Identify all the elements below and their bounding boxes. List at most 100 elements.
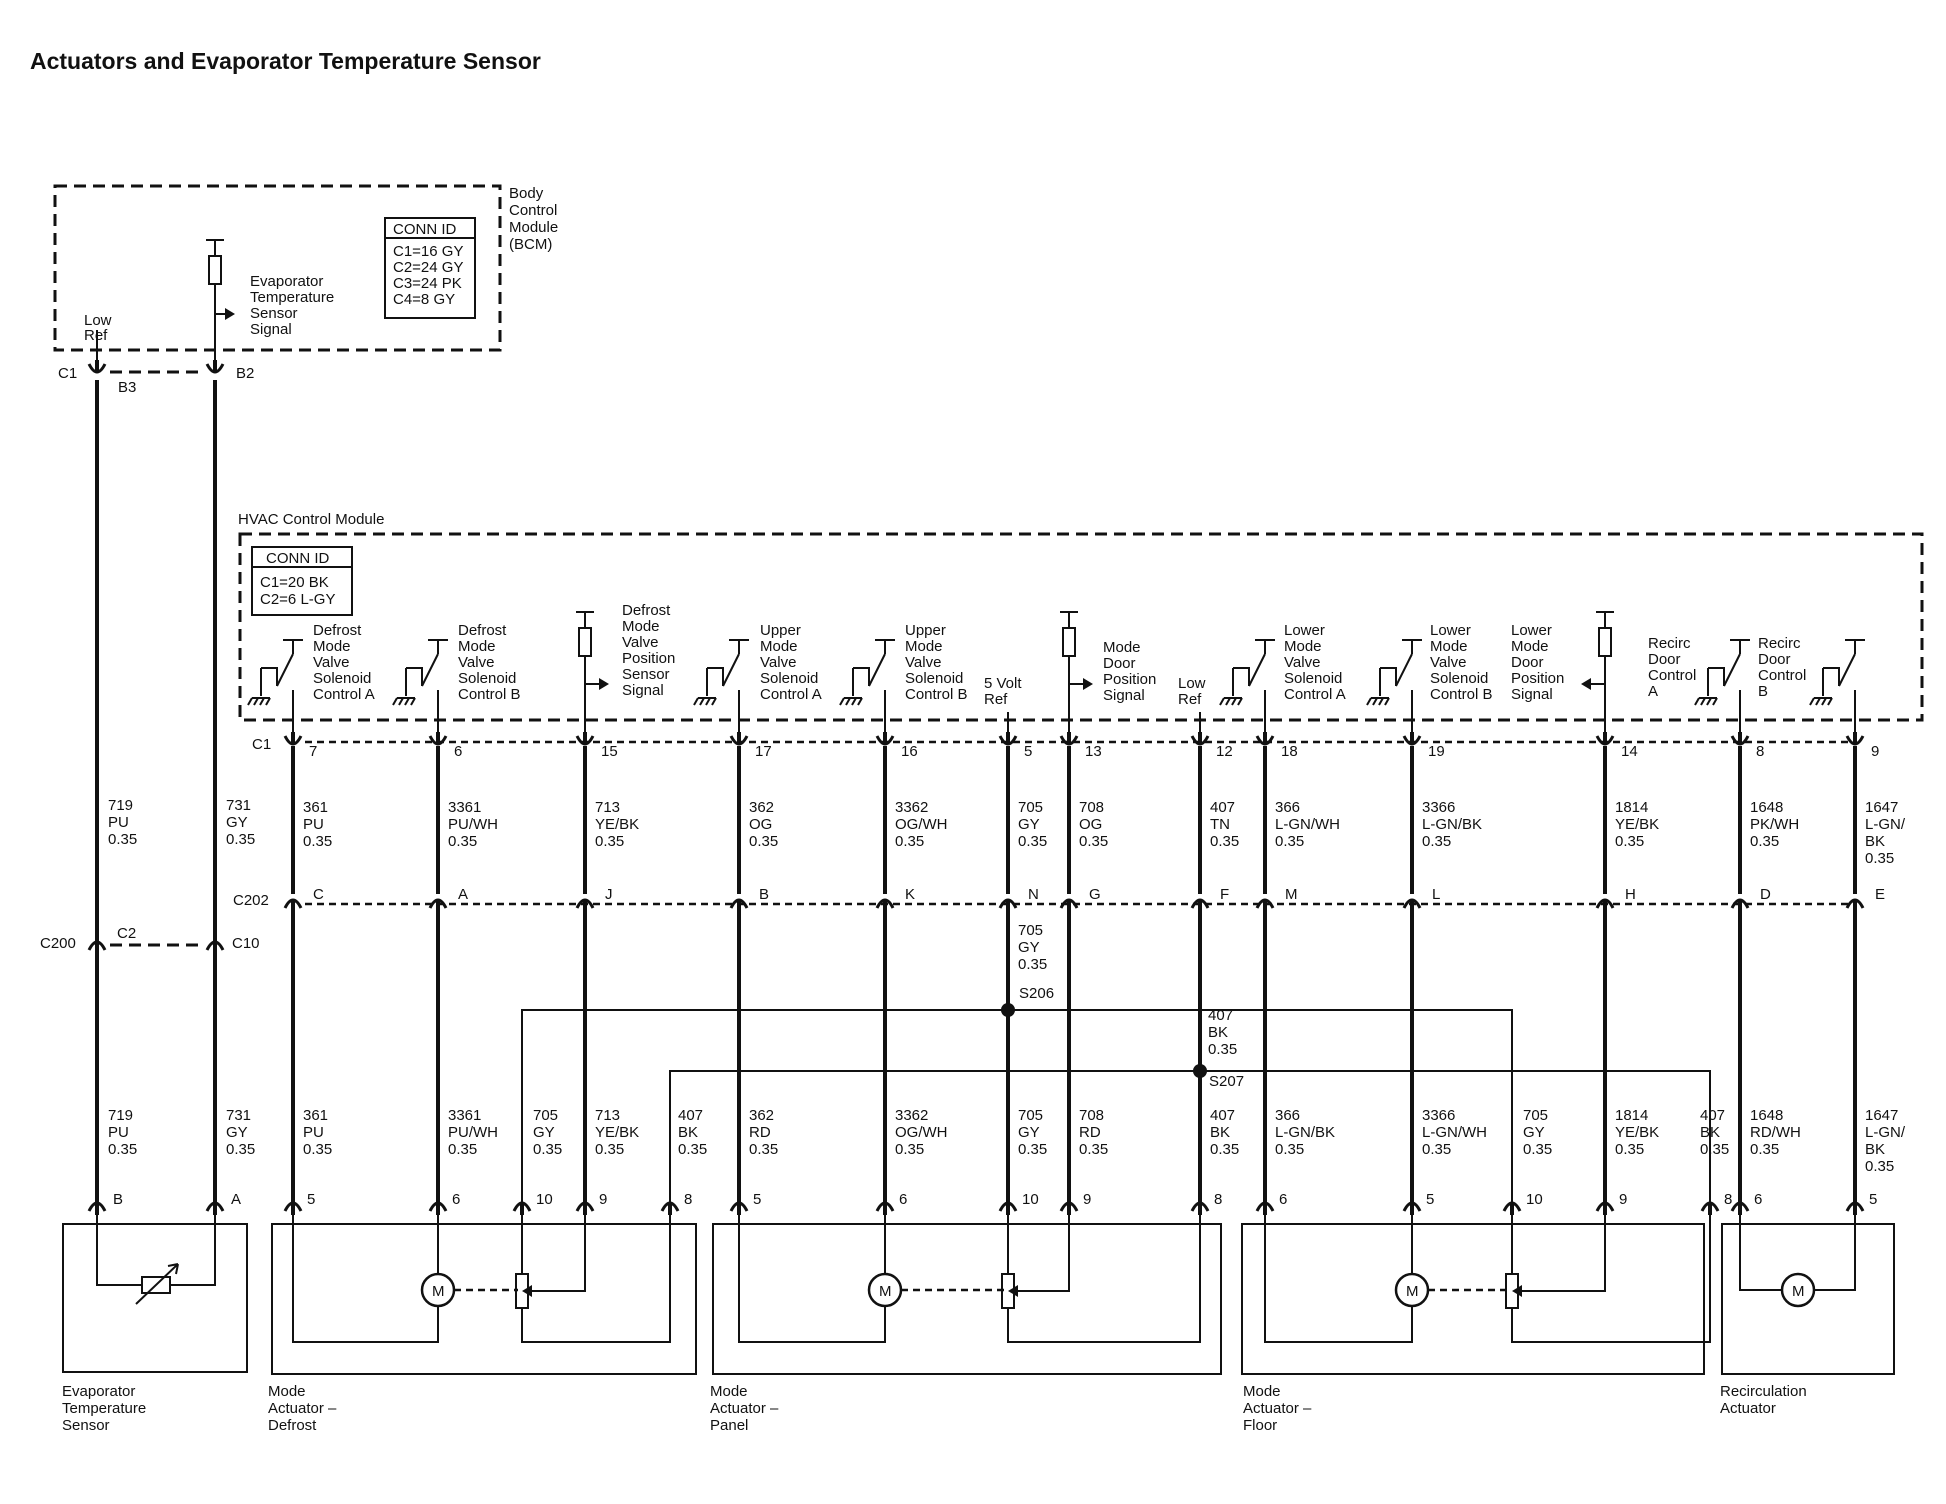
hvac-c1-pin-number: 5: [1024, 743, 1032, 760]
hvac-input-label: Mode: [1511, 638, 1549, 655]
actuator-pin-number: 9: [599, 1191, 607, 1208]
bcm-pin-b2: B2: [236, 365, 254, 382]
hvac-wire-bottom-label: L-GN/: [1865, 1124, 1906, 1141]
hvac-input-label: Lower: [1511, 622, 1552, 639]
wire-407-label: BK: [1700, 1124, 1720, 1141]
c2-label: C2: [117, 925, 136, 942]
hvac-wire-bottom-label: 362: [749, 1107, 774, 1124]
c202-pin-letter: A: [458, 886, 468, 903]
s206-splice: [1001, 1003, 1015, 1017]
hvac-input-label: Control: [1758, 667, 1806, 684]
wire-705-label: GY: [533, 1124, 555, 1141]
wire-705-label: 0.35: [533, 1141, 562, 1158]
hvac-wire-label: 0.35: [1210, 833, 1239, 850]
pot-lead: [521, 1213, 671, 1343]
arrow-icon: [599, 678, 609, 690]
wire-719-label: 719: [108, 1107, 133, 1124]
wire-407-label: BK: [678, 1124, 698, 1141]
hvac-wire-bottom-label: YE/BK: [595, 1124, 639, 1141]
motor-lead: [1264, 1213, 1413, 1343]
evap-sensor-box: [62, 1223, 248, 1373]
hvac-wire-label: L-GN/WH: [1275, 816, 1340, 833]
hvac-input-label: Valve: [313, 654, 349, 671]
hvac-wire-bottom-label: L-GN/WH: [1422, 1124, 1487, 1141]
c202-pin-letter: N: [1028, 886, 1039, 903]
switch-blade: [421, 653, 439, 687]
hvac-input-label: Signal: [622, 682, 664, 699]
hvac-c1-pin-number: 16: [901, 743, 918, 760]
c202-pin-letter: G: [1089, 886, 1101, 903]
hvac-wire-bottom-label: PU: [303, 1124, 324, 1141]
component-name: Mode: [268, 1383, 306, 1400]
c202-pin-letter: H: [1625, 886, 1636, 903]
component-name: Actuator: [1720, 1400, 1776, 1417]
arrow-icon: [1008, 1285, 1018, 1297]
hvac-input-label: Signal: [1511, 686, 1553, 703]
wire-407-mid-label: 0.35: [1208, 1041, 1237, 1058]
hvac-wire-label: 713: [595, 799, 620, 816]
hvac-wire-label: 0.35: [303, 833, 332, 850]
hvac-wire-bottom-label: 0.35: [1750, 1141, 1779, 1158]
hvac-input-label: Door: [1758, 651, 1791, 668]
hvac-wire-bottom-label: 361: [303, 1107, 328, 1124]
pot-lead: [1007, 1213, 1201, 1343]
hvac-input-label: Door: [1103, 655, 1136, 672]
wire-731-label: 731: [226, 1107, 251, 1124]
hvac-wire-bottom-label: 407: [1210, 1107, 1235, 1124]
hvac-input-label: Solenoid: [458, 670, 516, 687]
hvac-input-label: Mode: [905, 638, 943, 655]
arrow-icon: [1083, 678, 1093, 690]
hvac-c1-pin-number: 15: [601, 743, 618, 760]
actuator-pin-number: 5: [1426, 1191, 1434, 1208]
hvac-wire-bottom-label: OG/WH: [895, 1124, 948, 1141]
hvac-wire-bottom-label: BK: [1865, 1141, 1885, 1158]
hvac-wire-bottom-label: 3362: [895, 1107, 928, 1124]
hvac-c1-pin-number: 18: [1281, 743, 1298, 760]
ground-icon: [1219, 697, 1243, 706]
hvac-wire-bottom-label: 0.35: [1018, 1141, 1047, 1158]
sensor-pin-letter: A: [231, 1191, 241, 1208]
hvac-wire-bottom-label: RD/WH: [1750, 1124, 1801, 1141]
switch-ground-lead: [853, 667, 870, 686]
hvac-wire-label: 407: [1210, 799, 1235, 816]
hvac-conn-id-header: CONN ID: [266, 550, 330, 567]
actuator-pin-number: 8: [1214, 1191, 1222, 1208]
wire-705-mid-label: GY: [1018, 939, 1040, 956]
switch-blade: [276, 653, 294, 687]
switch-ground-lead: [261, 667, 278, 686]
hvac-wire-bottom-label: 713: [595, 1107, 620, 1124]
hvac-conn-id-box: [251, 546, 353, 616]
wire-719-label: 719: [108, 797, 133, 814]
actuator-floor-box: [1241, 1223, 1705, 1375]
component-name: Actuator –: [268, 1400, 337, 1417]
hvac-wire-label: PU/WH: [448, 816, 498, 833]
hvac-input-label: Position: [1103, 671, 1156, 688]
hvac-wire-label: OG/WH: [895, 816, 948, 833]
ground-icon: [392, 697, 416, 706]
switch-blade: [1395, 653, 1413, 687]
hvac-wire-label: BK: [1865, 833, 1885, 850]
hvac-c1-pin-number: 17: [755, 743, 772, 760]
hvac-wire-bottom-label: 0.35: [448, 1141, 477, 1158]
hvac-wire-label: YE/BK: [595, 816, 639, 833]
actuator-pin-number: 8: [1724, 1191, 1732, 1208]
motor-lead: [1814, 1213, 1856, 1291]
bcm-pin-b3: B3: [118, 379, 136, 396]
pot-wiper: [532, 1213, 586, 1292]
hvac-input-label: Upper: [760, 622, 801, 639]
wire-705-label: 705: [1523, 1107, 1548, 1124]
hvac-wire-label: 3361: [448, 799, 481, 816]
component-name: Mode: [710, 1383, 748, 1400]
hvac-wire-label: 0.35: [595, 833, 624, 850]
hvac-wire-label: 0.35: [1750, 833, 1779, 850]
hvac-wire-label: 708: [1079, 799, 1104, 816]
hvac-wire-label: PU: [303, 816, 324, 833]
hvac-input-label: Lower: [1430, 622, 1471, 639]
switch-ground-lead: [1708, 667, 1725, 686]
switch-blade: [868, 653, 886, 687]
pot-wiper: [1018, 1213, 1070, 1292]
hvac-wire-bottom-label: 705: [1018, 1107, 1043, 1124]
motor-lead: [292, 1213, 439, 1343]
hvac-wire-bottom-label: 366: [1275, 1107, 1300, 1124]
bcm-evap-signal-label: Temperature: [250, 289, 334, 306]
